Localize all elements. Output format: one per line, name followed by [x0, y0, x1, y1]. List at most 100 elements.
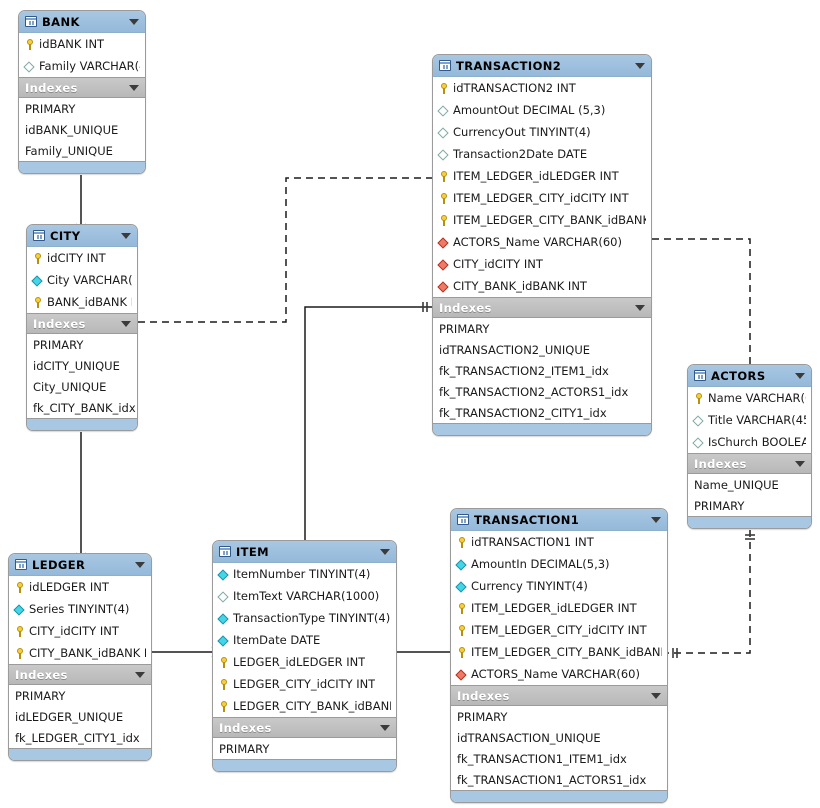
chevron-down-icon[interactable] [135, 671, 145, 678]
column-row[interactable]: CITY_idCITY INT [9, 620, 151, 642]
column-row[interactable]: ItemText VARCHAR(1000) [213, 585, 396, 607]
chevron-down-icon[interactable] [121, 320, 131, 327]
table-header[interactable]: CITY [27, 225, 137, 247]
index-row[interactable]: PRIMARY [33, 337, 84, 352]
column-row[interactable]: ACTORS_Name VARCHAR(60) [433, 231, 651, 253]
chevron-down-icon[interactable] [795, 372, 805, 379]
column-row[interactable]: Series TINYINT(4) [9, 598, 151, 620]
table-header[interactable]: ITEM [213, 541, 396, 563]
chevron-down-icon[interactable] [635, 62, 645, 69]
table-header[interactable]: TRANSACTION1 [451, 509, 667, 531]
column-row[interactable]: Currency TINYINT(4) [451, 575, 667, 597]
column-row[interactable]: ITEM_LEDGER_CITY_idCITY INT [451, 619, 667, 641]
index-row[interactable]: fk_CITY_BANK_idx [33, 400, 136, 415]
column-row[interactable]: ItemNumber TINYINT(4) [213, 563, 396, 585]
column-row[interactable]: idBANK INT [19, 33, 145, 55]
column-row[interactable]: idCITY INT [27, 247, 137, 269]
relationship-city-transaction2[interactable] [128, 173, 442, 327]
column-row[interactable]: ITEM_LEDGER_CITY_BANK_idBANK INT [433, 209, 651, 231]
column-row[interactable]: CITY_BANK_idBANK INT [433, 275, 651, 297]
index-row[interactable]: fk_TRANSACTION1_ITEM1_idx [457, 751, 627, 766]
indexes-header[interactable]: Indexes [433, 297, 651, 318]
column-row[interactable]: LEDGER_CITY_idCITY INT [213, 673, 396, 695]
chevron-down-icon[interactable] [651, 516, 661, 523]
index-row[interactable]: fk_TRANSACTION2_ACTORS1_idx [439, 384, 629, 399]
indexes-header[interactable]: Indexes [688, 453, 811, 474]
column-row[interactable]: idTRANSACTION2 INT [433, 77, 651, 99]
chevron-down-icon[interactable] [380, 548, 390, 555]
index-row[interactable]: Name_UNIQUE [694, 477, 779, 492]
column-row[interactable]: Transaction2Date DATE [433, 143, 651, 165]
column-row[interactable]: IsChurch BOOLEAN [688, 431, 811, 453]
index-row[interactable]: idLEDGER_UNIQUE [15, 709, 124, 724]
relationship-item-transaction1[interactable] [387, 647, 460, 657]
indexes-header[interactable]: Indexes [9, 664, 151, 685]
column-row[interactable]: CurrencyOut TINYINT(4) [433, 121, 651, 143]
column-row[interactable]: CITY_idCITY INT [433, 253, 651, 275]
table-header[interactable]: BANK [19, 11, 145, 33]
column-row[interactable]: ACTORS_Name VARCHAR(60) [451, 663, 667, 685]
relationship-transaction2-item[interactable] [300, 302, 432, 550]
index-row[interactable]: fk_LEDGER_CITY1_idx [15, 730, 140, 745]
index-row[interactable]: PRIMARY [25, 101, 76, 116]
chevron-down-icon[interactable] [635, 304, 645, 311]
column-row[interactable]: idTRANSACTION1 INT [451, 531, 667, 553]
column-row[interactable]: Family VARCHAR(45) [19, 55, 145, 77]
column-row[interactable]: ITEM_LEDGER_idLEDGER INT [451, 597, 667, 619]
index-row[interactable]: fk_TRANSACTION2_ITEM1_idx [439, 363, 609, 378]
index-row[interactable]: idBANK_UNIQUE [25, 122, 119, 137]
relationship-transaction2-actors[interactable] [642, 234, 755, 374]
table-header[interactable]: TRANSACTION2 [433, 55, 651, 77]
index-row[interactable]: City_UNIQUE [33, 379, 107, 394]
column-row[interactable]: ITEM_LEDGER_CITY_BANK_idBANK INT [451, 641, 667, 663]
column-row[interactable]: ItemDate DATE [213, 629, 396, 651]
index-row[interactable]: PRIMARY [439, 321, 490, 336]
chevron-down-icon[interactable] [651, 692, 661, 699]
indexes-header[interactable]: Indexes [451, 685, 667, 706]
index-row[interactable]: Family_UNIQUE [25, 143, 113, 158]
index-row[interactable]: idTRANSACTION2_UNIQUE [439, 342, 591, 357]
chevron-down-icon[interactable] [135, 561, 145, 568]
column-row[interactable]: LEDGER_CITY_BANK_idBANK INT [213, 695, 396, 717]
relationship-city-ledger[interactable] [75, 422, 87, 564]
column-row[interactable]: CITY_BANK_idBANK INT [9, 642, 151, 664]
table-header[interactable]: LEDGER [9, 554, 151, 576]
column-row[interactable]: ITEM_LEDGER_idLEDGER INT [433, 165, 651, 187]
index-row[interactable]: fk_TRANSACTION1_ACTORS1_idx [457, 772, 647, 787]
index-row[interactable]: idTRANSACTION_UNIQUE [457, 730, 601, 745]
indexes-header[interactable]: Indexes [27, 313, 137, 334]
column-row[interactable]: Title VARCHAR(45) [688, 409, 811, 431]
column-row[interactable]: ITEM_LEDGER_CITY_idCITY INT [433, 187, 651, 209]
column-row[interactable]: AmountIn DECIMAL(5,3) [451, 553, 667, 575]
chevron-down-icon[interactable] [129, 84, 139, 91]
column-row[interactable]: TransactionType TINYINT(4) [213, 607, 396, 629]
chevron-down-icon[interactable] [795, 460, 805, 467]
column-row[interactable]: idLEDGER INT [9, 576, 151, 598]
chevron-down-icon[interactable] [129, 18, 139, 25]
index-row[interactable]: PRIMARY [15, 688, 66, 703]
indexes-header[interactable]: Indexes [213, 717, 396, 738]
column-row[interactable]: Name VARCHAR(60) [688, 387, 811, 409]
column-row[interactable]: BANK_idBANK INT [27, 291, 137, 313]
column-row[interactable]: City VARCHAR(45) [27, 269, 137, 291]
relationship-ledger-item[interactable] [142, 646, 223, 658]
index-row[interactable]: fk_TRANSACTION2_CITY1_idx [439, 405, 607, 420]
relationship-actors-transaction1[interactable] [668, 530, 755, 658]
index-row[interactable]: PRIMARY [219, 741, 270, 756]
index-row[interactable]: idCITY_UNIQUE [33, 358, 120, 373]
column-row[interactable]: LEDGER_idLEDGER INT [213, 651, 396, 673]
index-row[interactable]: PRIMARY [457, 709, 508, 724]
index-row[interactable]: PRIMARY [694, 498, 745, 513]
table-header[interactable]: ACTORS [688, 365, 811, 387]
chevron-down-icon[interactable] [121, 232, 131, 239]
chevron-down-icon[interactable] [380, 724, 390, 731]
column-row[interactable]: AmountOut DECIMAL (5,3) [433, 99, 651, 121]
